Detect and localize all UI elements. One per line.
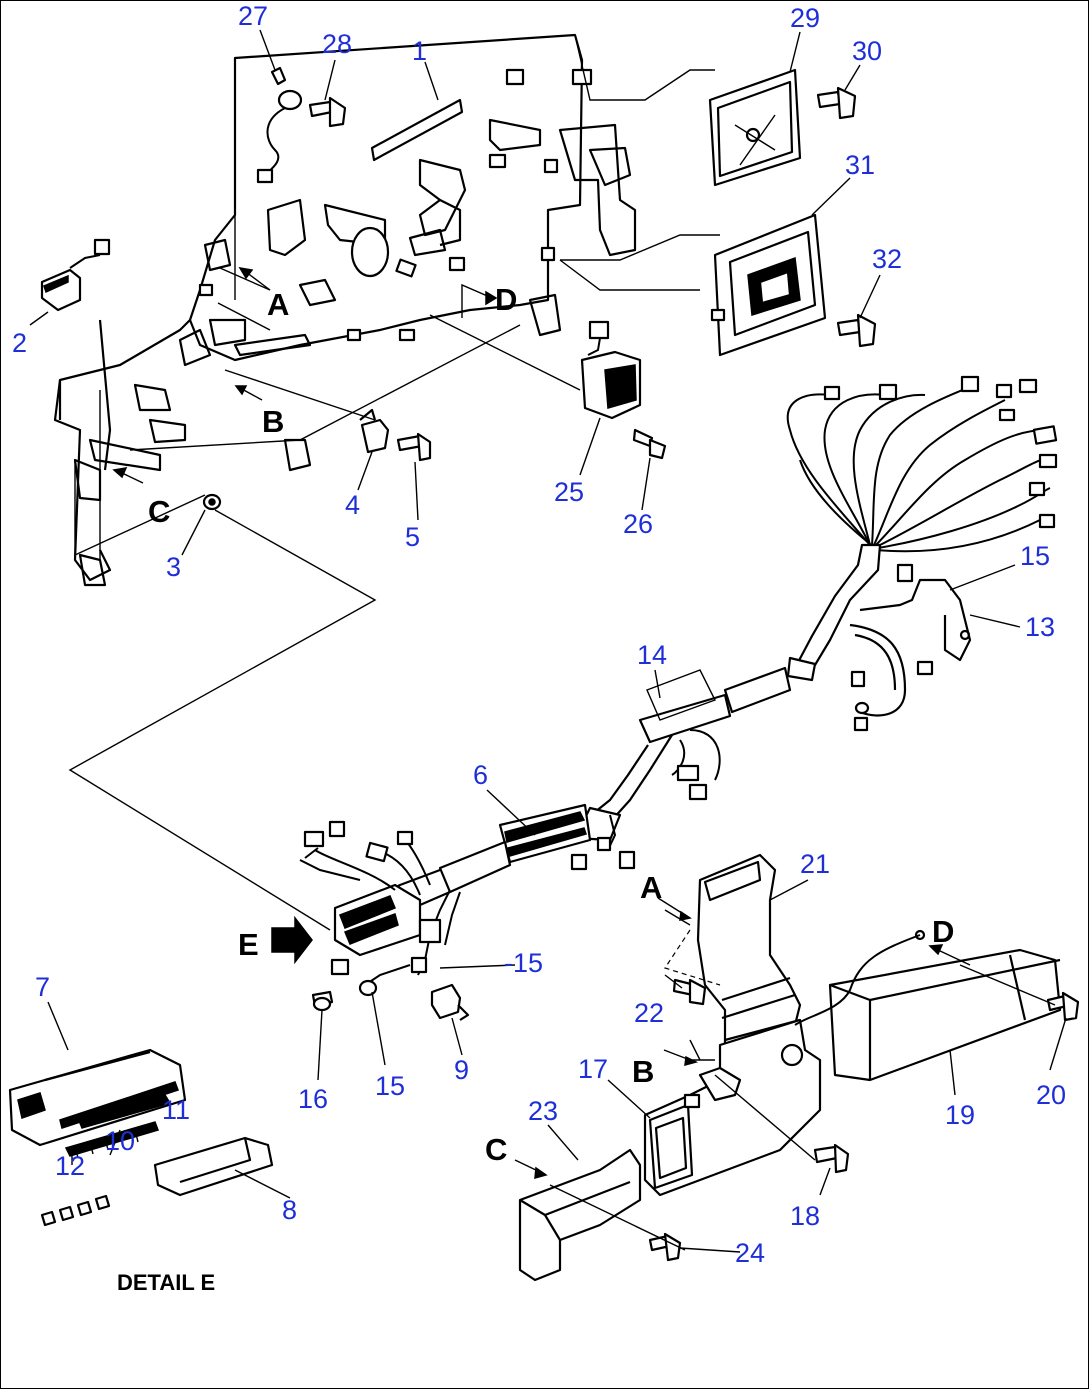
callout-2: 2 [12,328,27,358]
callout-32: 32 [872,244,902,274]
callout-26: 26 [623,509,653,539]
callout-15-top: 15 [1020,541,1050,571]
reference-arrows [112,266,971,1180]
callout-15-low: 15 [375,1071,405,1101]
part-30-bolt [816,86,857,120]
part-6-wire-harness [299,375,1058,997]
detail-e-arrow [271,915,313,965]
callout-13: 13 [1025,612,1055,642]
callout-31: 31 [845,150,875,180]
part-12-terminals [40,1194,111,1227]
callout-17: 17 [578,1054,608,1084]
callout-15-mid: -15 [504,948,543,978]
part-25-relay-block [580,320,642,420]
part-11-terminal-strip [76,1094,172,1129]
letter-c-bottom: C [485,1132,507,1167]
letter-c-top: C [148,494,170,529]
letter-a-top: A [267,287,289,322]
part-3-washer [202,493,222,511]
callout-24: 24 [735,1238,765,1268]
callout-19: 19 [945,1100,975,1130]
callout-9: 9 [454,1055,469,1085]
callout-10: 10 [105,1126,135,1156]
part-4-switch [359,408,390,454]
callout-23: 23 [528,1096,558,1126]
callout-5: 5 [405,522,420,552]
callout-11: 11 [162,1095,190,1125]
callout-12: 12 [55,1151,85,1181]
callout-18: 18 [790,1201,820,1231]
callout-6: 6 [473,760,488,790]
letter-e: E [238,927,259,962]
part-29-controller [708,68,802,187]
callout-leaders [29,29,1067,1253]
part-26-screw [632,428,667,460]
part-31-controller [710,213,827,357]
callout-1: 1 [412,36,427,66]
callout-3: 3 [166,552,181,582]
part-9-switch [430,983,470,1021]
callout-14: 14 [637,640,667,670]
callout-20: 20 [1036,1080,1066,1110]
callout-28: 28 [322,29,352,59]
letter-a-bottom: A [640,870,662,905]
callout-numbers: 1 2 3 4 5 6 7 8 9 10 11 12 13 14 15 -15 … [12,1,1066,1268]
callout-8: 8 [282,1195,297,1225]
part-27-switch [256,66,303,184]
callout-21: 21 [800,849,830,879]
part-23-duct [518,1148,642,1282]
panel-guide-lines [68,34,720,931]
part-24-bolt [648,1232,682,1262]
part-17-duct [643,1018,822,1197]
callout-25: 25 [554,477,584,507]
callout-4: 4 [345,490,360,520]
callout-16: 16 [298,1084,328,1114]
part-19-duct [794,929,1062,1082]
reference-letters: A B C D A B C D E [148,282,954,1167]
dashboard-panel [53,33,637,587]
part-18-bolt [813,1143,850,1174]
detail-e-caption: DETAIL E [117,1270,215,1295]
part-16-bolt [311,990,334,1012]
duct-guide-lines [549,909,1056,1251]
callout-27: 27 [238,1,268,31]
callout-7: 7 [35,972,50,1002]
callout-29: 29 [790,3,820,33]
part-32-bolt [836,313,877,348]
callout-30: 30 [852,36,882,66]
part-28-bolt [308,96,347,128]
letter-d-bottom: D [932,914,954,949]
part-22-bolt [672,978,707,1006]
letter-b-top: B [262,404,284,439]
part-20-bolt [1046,991,1080,1022]
part-8-cover [153,1136,274,1197]
part-10-terminal-strip [64,1121,159,1159]
letter-b-bottom: B [632,1054,654,1089]
part-21-duct [696,853,802,1047]
letter-d-top: D [495,282,517,317]
callout-22: 22 [634,998,664,1028]
part-2-relay [40,238,111,312]
part-5-bolt [396,432,432,462]
